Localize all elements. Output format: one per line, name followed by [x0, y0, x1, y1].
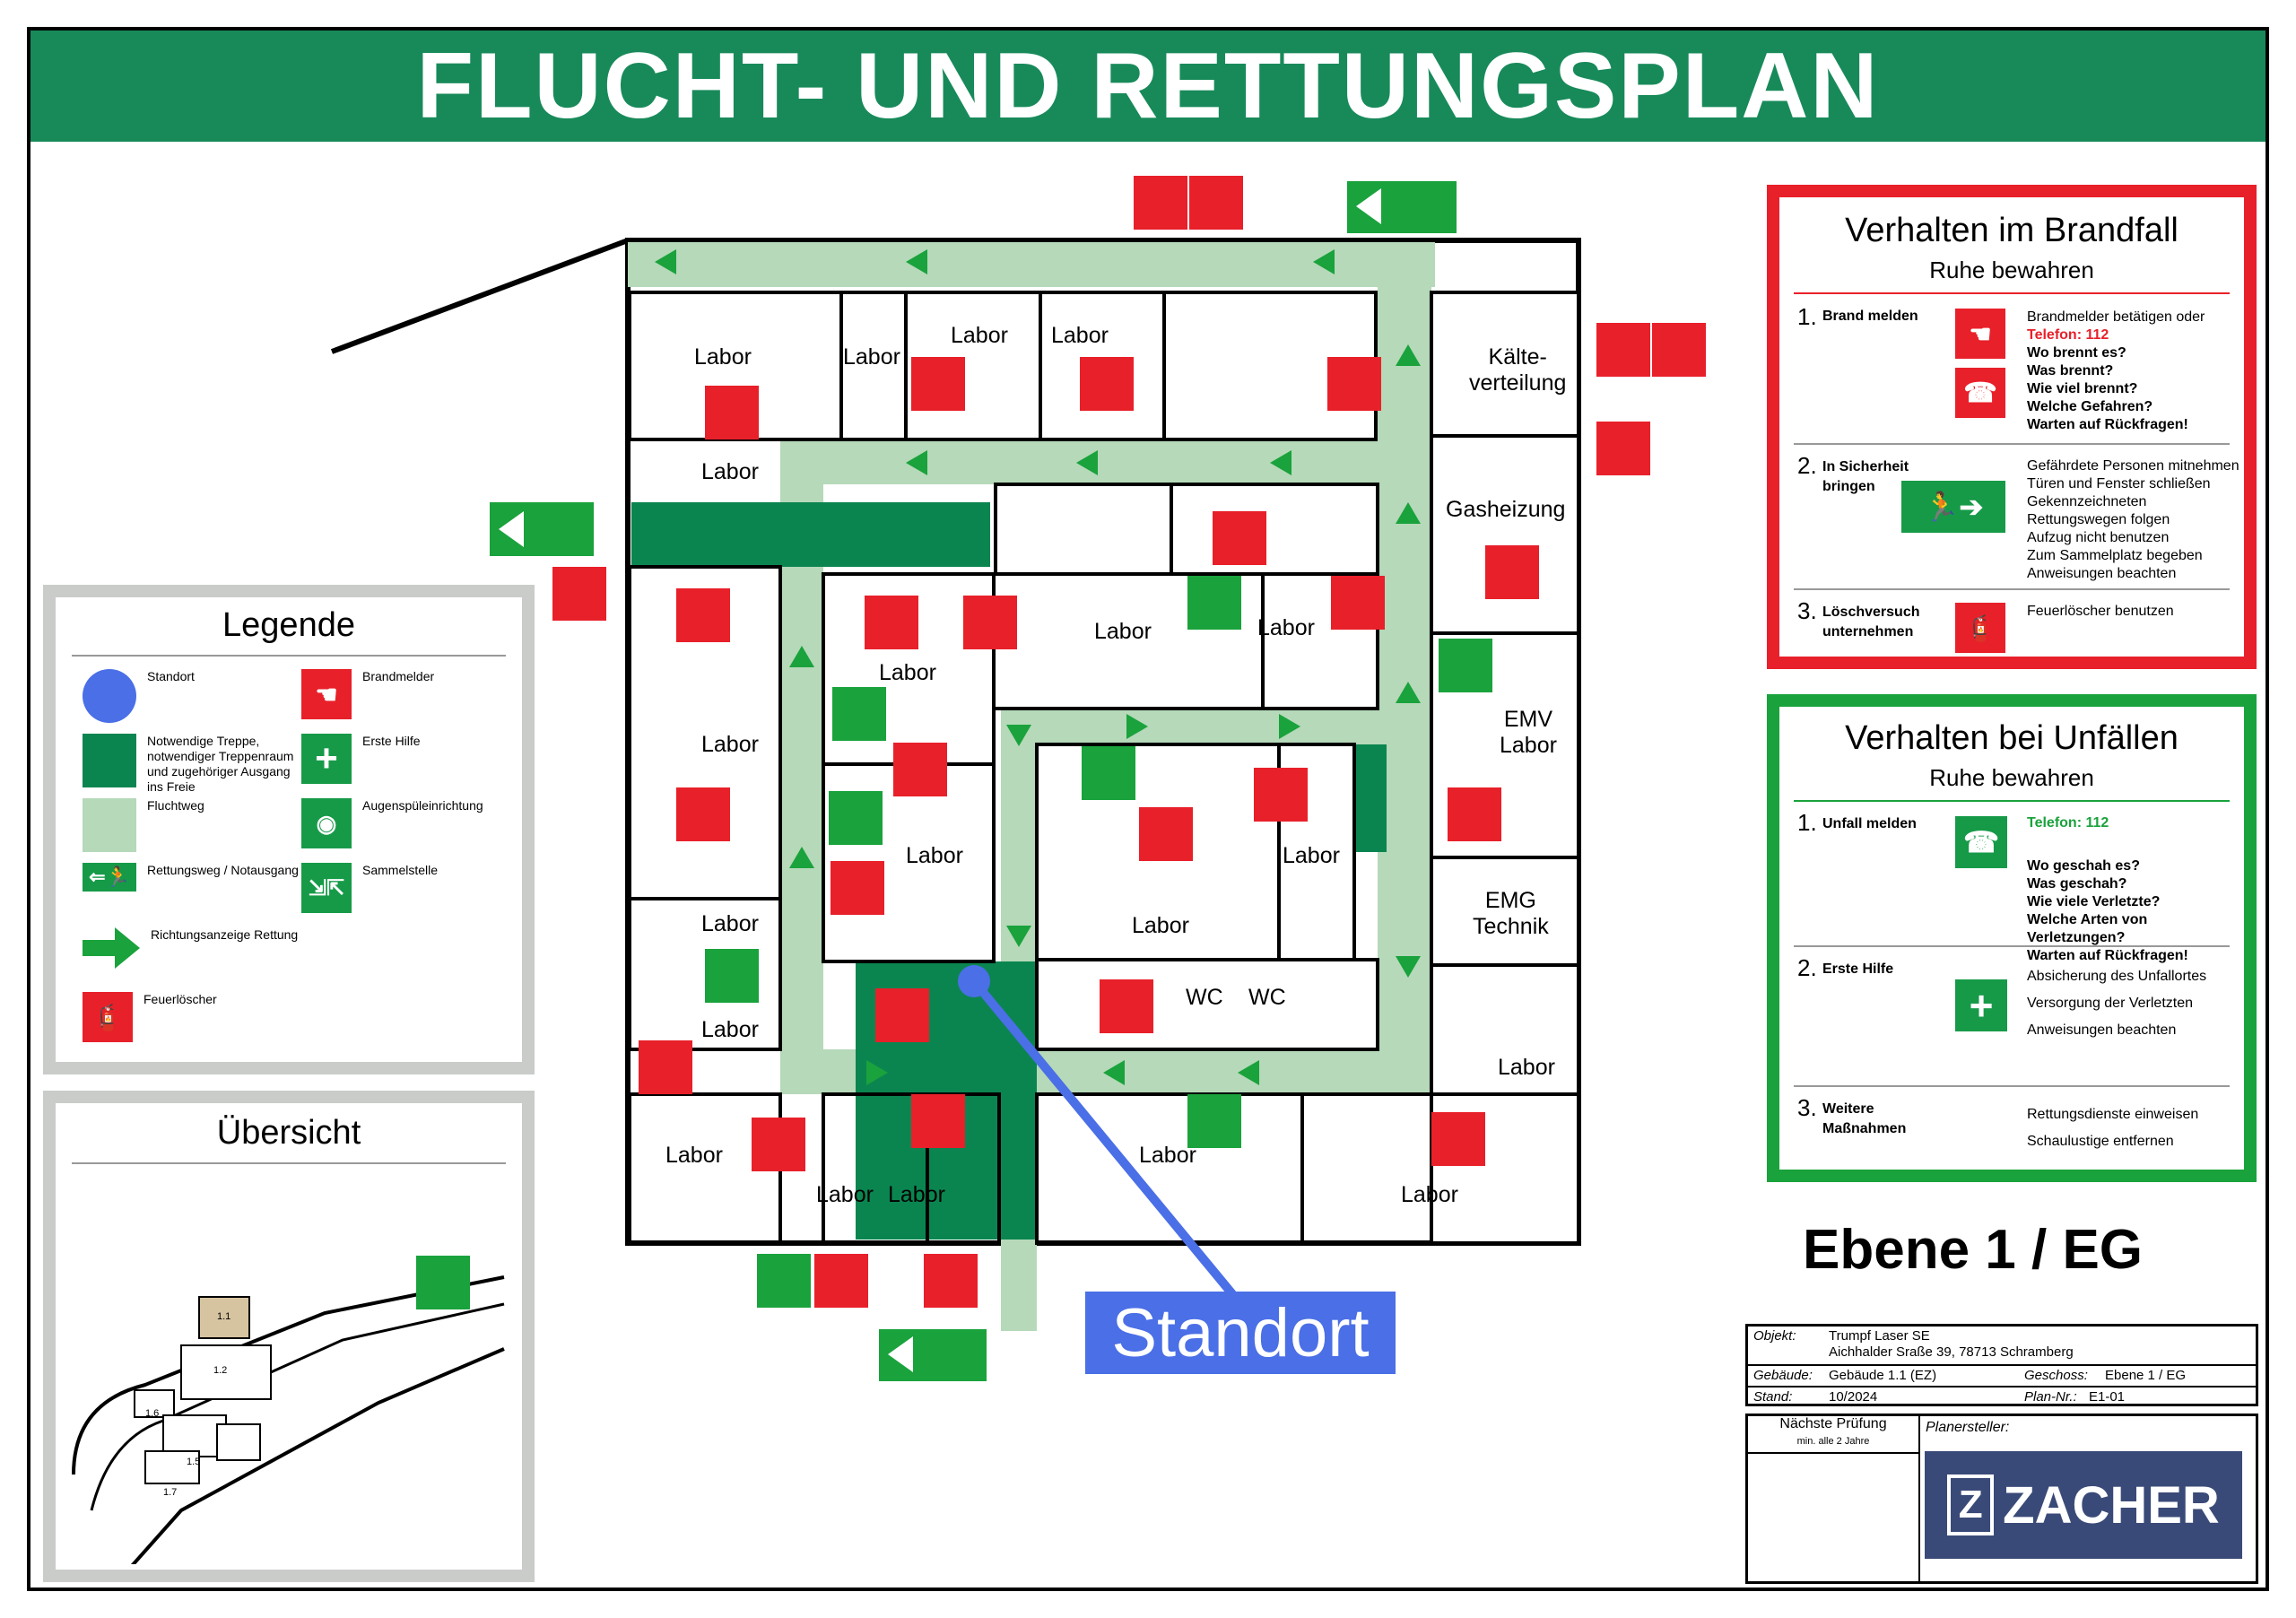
- fire-behavior-panel: Verhalten im Brandfall Ruhe bewahren 1. …: [1767, 185, 2257, 669]
- standort-marker: [958, 965, 990, 997]
- legend-item: ⇲⇱ Sammelstelle: [301, 863, 438, 913]
- legend-item: Richtungsanzeige Rettung: [83, 927, 298, 969]
- fire-subtitle: Ruhe bewahren: [1929, 257, 2094, 283]
- legend-title: Legende: [222, 606, 355, 644]
- room-label: Gasheizung: [1446, 497, 1566, 522]
- room-label: Labor: [906, 843, 963, 868]
- room-label: Labor: [665, 1143, 723, 1168]
- room-label: Labor: [701, 911, 759, 936]
- room-label: Labor: [701, 732, 759, 757]
- room-label: Labor: [951, 323, 1008, 348]
- overview-panel: Übersicht 1.1 1.2 1.5 1.6 1.7: [43, 1091, 535, 1582]
- room-label: Labor: [1132, 913, 1189, 938]
- extinguisher-icon: 🧯: [83, 992, 133, 1042]
- legend-panel: Legende Standort ☚ Brandmelder Notwendig…: [43, 585, 535, 1074]
- emergency-exit-icon: ⇐🏃: [83, 863, 136, 892]
- legend-item: Standort: [83, 669, 195, 723]
- titleblock: Objekt: Trumpf Laser SE Aichhalder Sraße…: [1745, 1324, 2258, 1406]
- room-label: Labor: [888, 1182, 945, 1207]
- legend-item: + Erste Hilfe: [301, 734, 421, 784]
- room-label: Labor: [1051, 323, 1109, 348]
- fire-alarm-icon: ☚: [301, 669, 352, 719]
- legend-item: ⇐🏃 Rettungsweg / Notausgang: [83, 863, 299, 892]
- room-label: EMV Labor: [1500, 707, 1557, 758]
- room-label: Labor: [701, 1017, 759, 1042]
- room-label: Labor: [1283, 843, 1340, 868]
- room-label: Labor: [816, 1182, 874, 1207]
- direction-arrow-icon: [83, 927, 140, 969]
- accident-subtitle: Ruhe bewahren: [1929, 764, 2094, 791]
- standort-label: Standort: [1085, 1292, 1396, 1374]
- overview-building-label: 1.1: [217, 1311, 231, 1322]
- overview-building-label: 1.6: [145, 1408, 160, 1419]
- room-label: WC: [1248, 985, 1286, 1010]
- assembly-point-icon: ⇲⇱: [301, 863, 352, 913]
- overview-title: Übersicht: [216, 1114, 361, 1152]
- eyewash-icon: ◉: [301, 798, 352, 848]
- zacher-logo: Z ZACHER: [1925, 1451, 2242, 1559]
- fire-alarm-icon: ☚: [1955, 309, 2005, 359]
- stair-block-icon: [83, 734, 136, 787]
- room-label: Kälte- verteilung: [1469, 344, 1567, 396]
- overview-map: [72, 1256, 505, 1564]
- room-label: EMG Technik: [1473, 888, 1549, 939]
- room-label: Labor: [701, 459, 759, 484]
- legend-item: Notwendige Treppe, notwendiger Treppenra…: [83, 734, 300, 795]
- room-label: Labor: [1139, 1143, 1196, 1168]
- room-label: Labor: [1094, 619, 1152, 644]
- escape-route-icon: [83, 798, 136, 852]
- extinguisher-icon: 🧯: [1955, 603, 2005, 653]
- room-label: Labor: [879, 660, 936, 685]
- first-aid-icon: +: [301, 734, 352, 784]
- phone-icon: ☎: [1955, 368, 2005, 418]
- phone-icon: ☎: [1955, 816, 2007, 868]
- page-title: FLUCHT- UND RETTUNGSPLAN: [30, 30, 2266, 142]
- room-label: WC: [1186, 985, 1223, 1010]
- overview-building-label: 1.7: [163, 1487, 178, 1498]
- legend-item: ☚ Brandmelder: [301, 669, 434, 719]
- legend-item: 🧯 Feuerlöscher: [83, 992, 217, 1042]
- fire-step1-text: Brandmelder betätigen oder Telefon: 112 …: [2027, 309, 2205, 432]
- accident-step2-text: Absicherung des Unfallortes Versorgung d…: [2027, 969, 2207, 1038]
- room-label: Labor: [843, 344, 900, 370]
- titleblock-bottom: Nächste Prüfung min. alle 2 Jahre Planer…: [1745, 1414, 2258, 1584]
- room-label: Labor: [1401, 1182, 1458, 1207]
- room-label: Labor: [1257, 615, 1315, 640]
- level-label: Ebene 1 / EG: [1803, 1219, 2144, 1281]
- room-label: Labor: [694, 344, 752, 370]
- accident-step3-text: Rettungsdienste einweisen Schaulustige e…: [2027, 1107, 2199, 1149]
- first-aid-icon: +: [1955, 979, 2007, 1031]
- room-label: Labor: [1498, 1055, 1555, 1080]
- overview-building-label: 1.5: [187, 1457, 201, 1467]
- legend-item: ◉ Augenspüleinrichtung: [301, 798, 483, 848]
- legend-item: Fluchtweg: [83, 798, 204, 852]
- fire-title: Verhalten im Brandfall: [1845, 212, 2179, 249]
- accident-behavior-panel: Verhalten bei Unfällen Ruhe bewahren 1. …: [1767, 694, 2257, 1182]
- fire-step3-text: Feuerlöscher benutzen: [2027, 604, 2174, 619]
- fire-step2-text: Gefährdete Personen mitnehmen Türen und …: [2027, 458, 2239, 581]
- accident-step1-text: Telefon: 112 Wo geschah es? Was geschah?…: [2027, 815, 2188, 963]
- emergency-exit-icon: 🏃➔: [1901, 481, 2005, 533]
- accident-title: Verhalten bei Unfällen: [1845, 719, 2179, 757]
- overview-building-label: 1.2: [213, 1365, 228, 1376]
- standort-dot-icon: [83, 669, 136, 723]
